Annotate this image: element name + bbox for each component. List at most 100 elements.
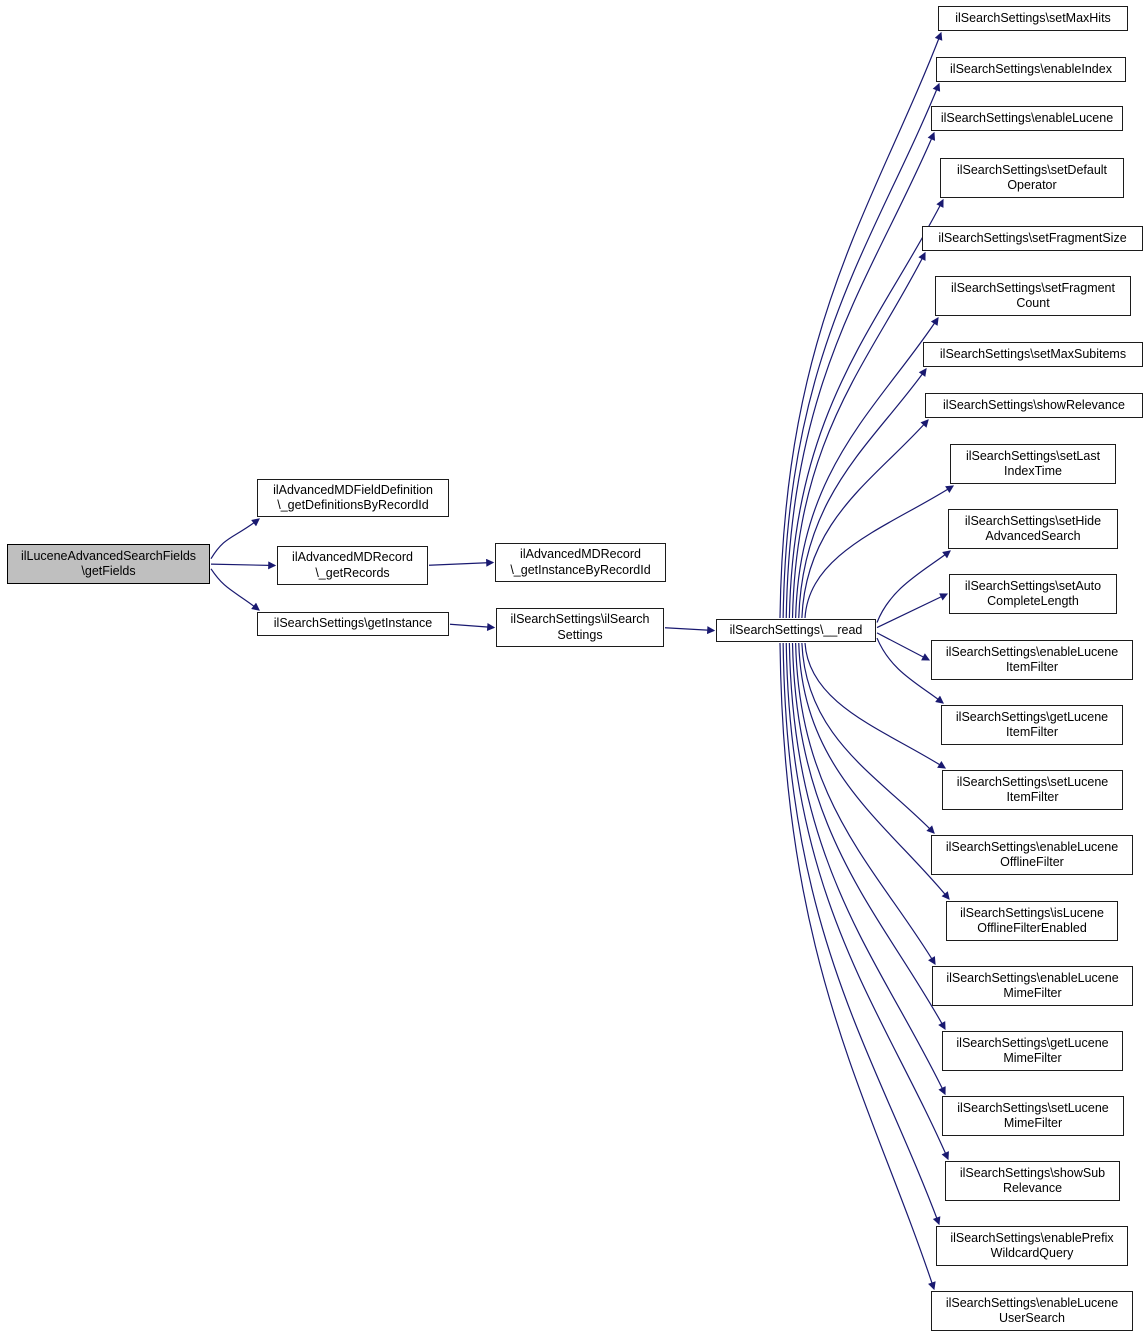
node-label-line: ilAdvancedMDRecord bbox=[520, 547, 641, 561]
node-label-line: ilSearchSettings\isLucene bbox=[960, 905, 1104, 920]
node-enableLucene[interactable]: ilSearchSettings\enableLucene bbox=[931, 106, 1123, 131]
edge-read-setLastIndexTime bbox=[804, 485, 955, 619]
node-label-line: OfflineFilter bbox=[1000, 855, 1064, 869]
edge-getRecords-getInstanceByRecordId bbox=[428, 558, 495, 567]
node-label-line: MimeFilter bbox=[1003, 1051, 1062, 1065]
edge-getFields-getDefinitionsByRecordId bbox=[210, 518, 260, 560]
node-label-line: ilSearchSettings\showRelevance bbox=[942, 397, 1126, 412]
node-getInstance[interactable]: ilSearchSettings\getInstance bbox=[257, 612, 449, 636]
edge-getFields-getInstance bbox=[210, 568, 260, 611]
node-label-line: ilLuceneAdvancedSearchFields bbox=[20, 548, 197, 563]
node-read[interactable]: ilSearchSettings\__read bbox=[716, 619, 876, 642]
node-label-line: WildcardQuery bbox=[990, 1246, 1074, 1260]
edge-read-isLuceneOfflineFilterEnabled bbox=[798, 642, 950, 900]
node-setMaxSubitems[interactable]: ilSearchSettings\setMaxSubitems bbox=[923, 342, 1143, 367]
node-label-line: ilSearchSettings\setFragment bbox=[951, 280, 1115, 295]
node-enableIndex[interactable]: ilSearchSettings\enableIndex bbox=[936, 57, 1126, 82]
node-label-line: ilSearchSettings\enableIndex bbox=[950, 61, 1112, 76]
node-label-line: ilSearchSettings\setMaxSubitems bbox=[939, 346, 1127, 361]
node-label-line: ilSearchSettings\setDefault bbox=[956, 162, 1108, 177]
edge-read-setLuceneItemFilter bbox=[804, 642, 947, 769]
node-label-line: ilSearchSettings\setMaxHits bbox=[955, 10, 1111, 25]
node-label-line: ItemFilter bbox=[1006, 790, 1059, 804]
edge-read-setHideAdvancedSearch bbox=[876, 550, 951, 623]
node-label-line: ilSearchSettings\showSub bbox=[959, 1165, 1106, 1180]
edge-read-enablePrefixWildcardQuery bbox=[782, 642, 941, 1226]
node-label-line: \getFields bbox=[81, 564, 136, 578]
edge-read-getLuceneItemFilter bbox=[876, 637, 944, 704]
edge-getFields-getRecords bbox=[210, 561, 277, 570]
node-showRelevance[interactable]: ilSearchSettings\showRelevance bbox=[925, 393, 1143, 418]
edge-read-setFragmentCount bbox=[795, 317, 939, 619]
edge-read-enableIndex bbox=[782, 82, 941, 619]
node-label-line: ilSearchSettings\__read bbox=[729, 622, 863, 637]
node-label-line: ilSearchSettings\setLucene bbox=[956, 774, 1109, 789]
node-getInstanceByRecordId[interactable]: ilAdvancedMDRecord\_getInstanceByRecordI… bbox=[495, 543, 666, 582]
node-label-line: ilSearchSettings\enableLucene bbox=[945, 839, 1119, 854]
node-label-line: ItemFilter bbox=[1005, 725, 1059, 739]
edge-read-enableLuceneItemFilter bbox=[876, 632, 931, 661]
node-label-line: ilSearchSettings\getLucene bbox=[956, 1035, 1109, 1050]
node-label-line: Count bbox=[1016, 296, 1050, 310]
node-label-line: ilSearchSettings\ilSearch bbox=[510, 612, 650, 626]
node-label-line: ilSearchSettings\enableLucene bbox=[946, 970, 1119, 985]
node-label-line: ilSearchSettings\setFragmentSize bbox=[938, 230, 1127, 245]
node-label-line: Relevance bbox=[1002, 1181, 1063, 1195]
edge-read-enableLuceneMimeFilter bbox=[795, 642, 936, 966]
node-label-line: ilSearchSettings\enableLucene bbox=[945, 644, 1119, 659]
node-label-line: ilSearchSettings\setHide bbox=[964, 513, 1102, 528]
node-label-line: ilSearchSettings\getInstance bbox=[273, 616, 433, 631]
node-label-line: ilSearchSettings\setAuto bbox=[964, 578, 1102, 593]
edge-read-setLuceneMimeFilter bbox=[788, 642, 946, 1096]
edge-read-setMaxHits bbox=[779, 31, 943, 619]
edge-read-showSubRelevance bbox=[785, 642, 949, 1161]
node-label-line: ilSearchSettings\enablePrefix bbox=[950, 1230, 1114, 1245]
node-label-line: ItemFilter bbox=[1005, 660, 1059, 674]
node-label-line: Operator bbox=[1007, 178, 1057, 192]
edge-read-setFragmentSize bbox=[791, 251, 926, 619]
edge-read-setAutoCompleteLength bbox=[876, 593, 949, 629]
node-setFragmentSize[interactable]: ilSearchSettings\setFragmentSize bbox=[922, 226, 1143, 251]
edge-getInstance-ctor bbox=[449, 623, 496, 631]
node-label-line: \_getDefinitionsByRecordId bbox=[277, 498, 429, 512]
node-label-line: IndexTime bbox=[1004, 464, 1062, 478]
node-label-line: ilSearchSettings\enableLucene bbox=[940, 110, 1114, 125]
edge-read-getLuceneMimeFilter bbox=[791, 642, 946, 1031]
node-label-line: \_getInstanceByRecordId bbox=[510, 562, 651, 577]
node-getRecords[interactable]: ilAdvancedMDRecord\_getRecords bbox=[277, 546, 428, 585]
node-label-line: ilAdvancedMDRecord bbox=[292, 550, 413, 564]
edge-read-showRelevance bbox=[801, 419, 929, 619]
node-label-line: UserSearch bbox=[999, 1311, 1065, 1325]
node-label-line: MimeFilter bbox=[1003, 986, 1062, 1000]
node-setMaxHits[interactable]: ilSearchSettings\setMaxHits bbox=[938, 6, 1128, 31]
node-label-line: ilSearchSettings\enableLucene bbox=[945, 1295, 1119, 1310]
node-label-line: ilAdvancedMDFieldDefinition bbox=[273, 482, 433, 497]
node-label-line: MimeFilter bbox=[1003, 1116, 1063, 1130]
edge-read-enableLucene bbox=[785, 131, 936, 619]
node-label-line: \_getRecords bbox=[315, 565, 390, 580]
edge-ctor-read bbox=[664, 626, 716, 635]
edge-read-enableLuceneOfflineFilter bbox=[801, 642, 935, 834]
edge-read-setMaxSubitems bbox=[798, 368, 927, 619]
node-label-line: ilSearchSettings\setLast bbox=[965, 448, 1101, 463]
node-getDefinitionsByRecordId[interactable]: ilAdvancedMDFieldDefinition\_getDefiniti… bbox=[257, 479, 449, 517]
